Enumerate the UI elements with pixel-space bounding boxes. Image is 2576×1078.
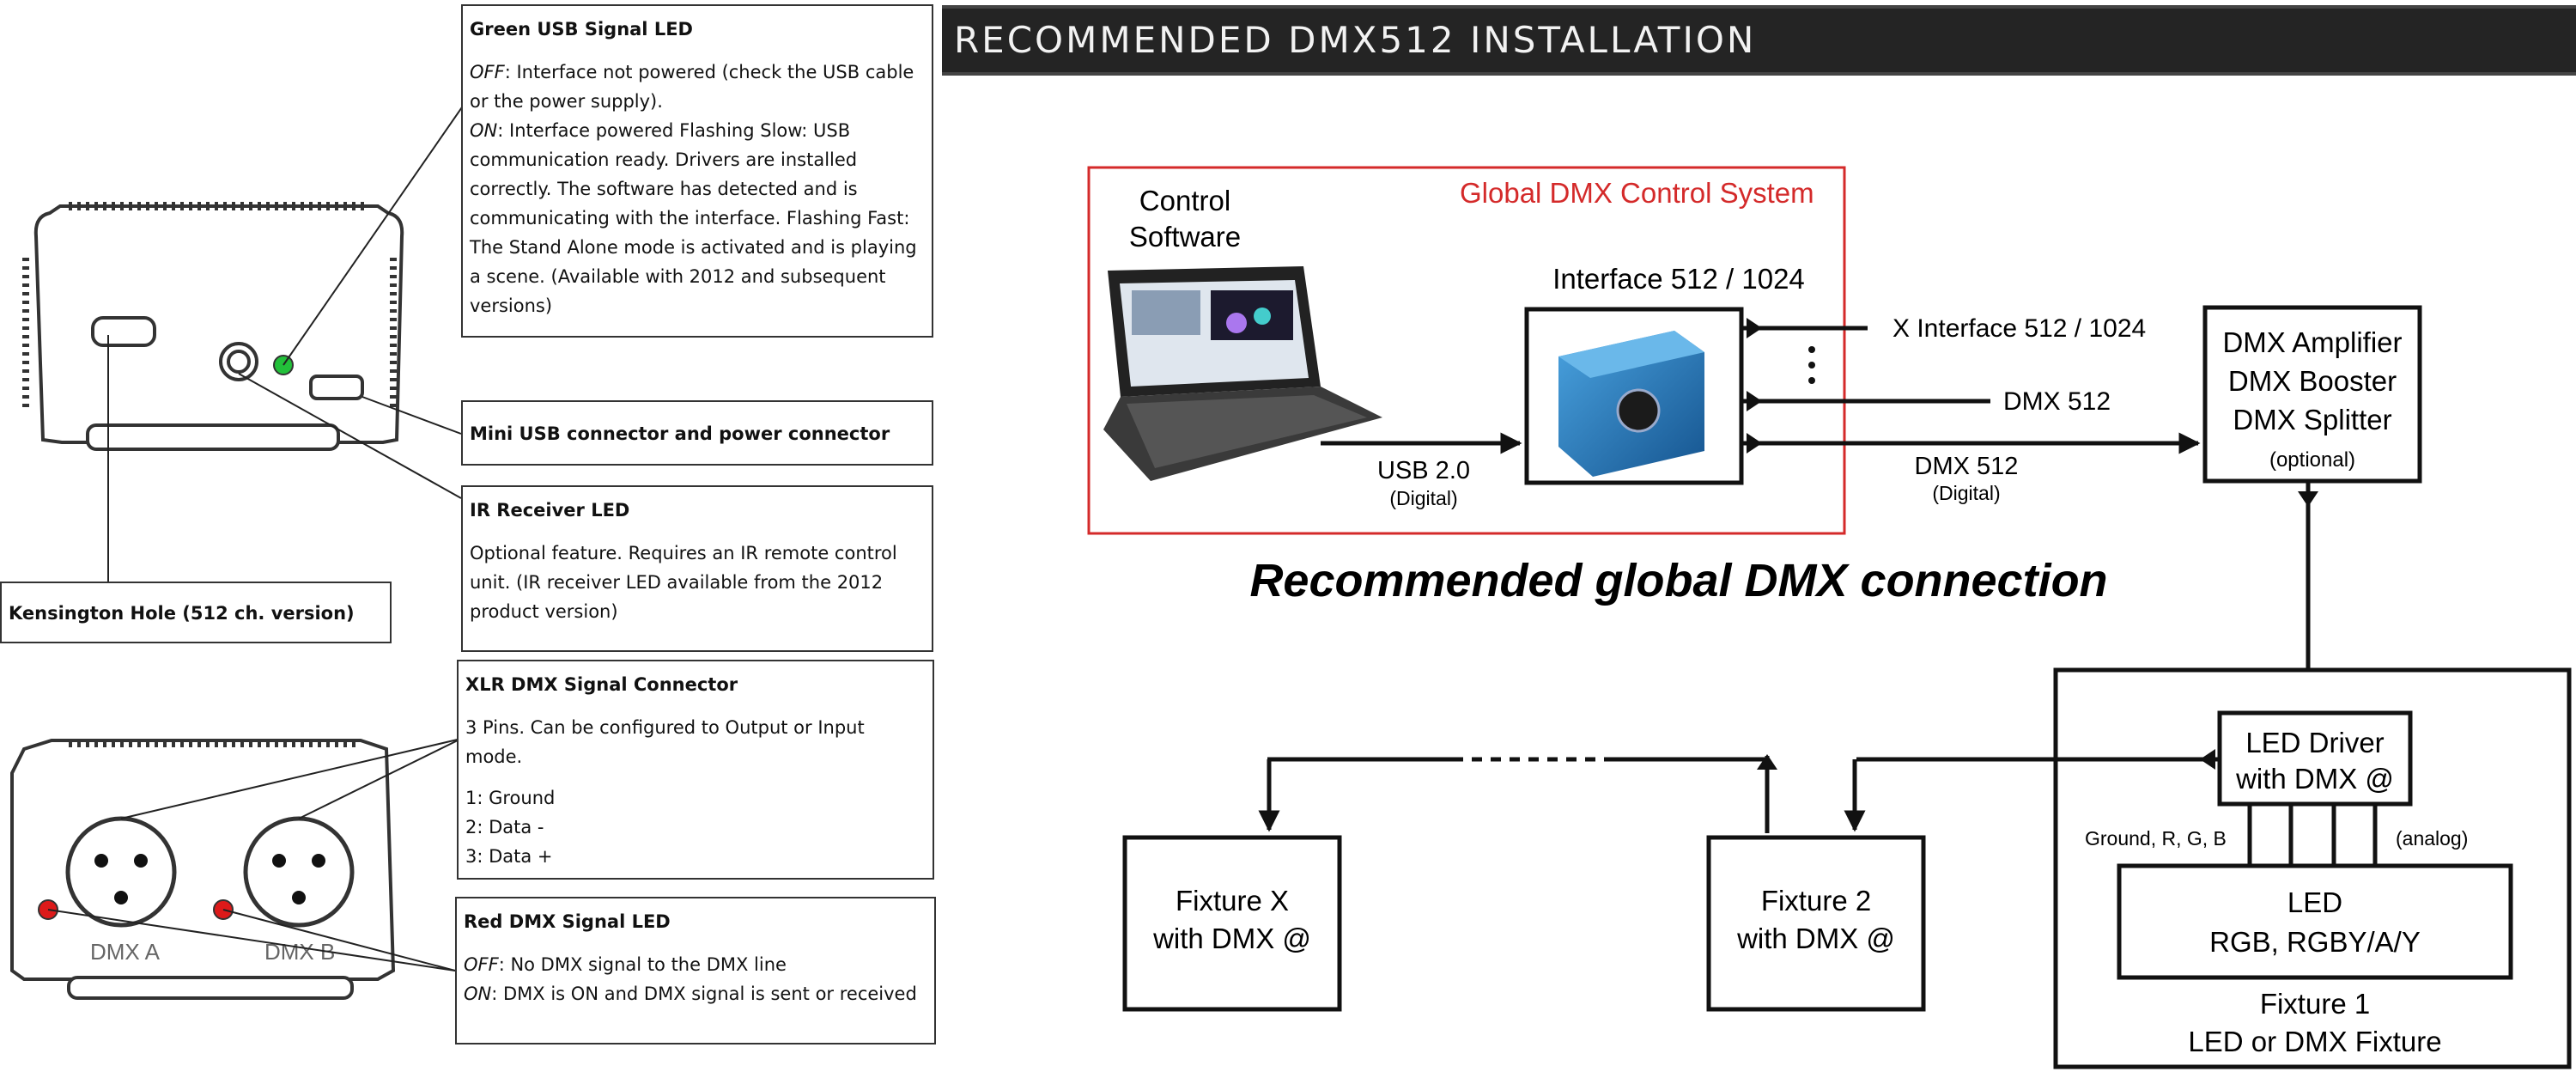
led-box (2117, 863, 2513, 980)
usb-label: USB 2.0 (1377, 457, 1470, 484)
callout-green-usb-led: Green USB Signal LED OFF: Interface not … (461, 4, 933, 338)
fixture2-return-arrowhead (1757, 754, 1777, 770)
callout-title: Mini USB connector and power connector (470, 423, 890, 444)
title-banner: RECOMMENDED DMX512 INSTALLATION (942, 5, 2576, 76)
output-x-label: X Interface 512 / 1024 (1893, 314, 2146, 343)
dmx-interface-device-icon (1558, 331, 1704, 477)
callout-on-text: ON: DMX is ON and DMX signal is sent or … (464, 984, 917, 1004)
control-software-line1: Control (1139, 185, 1230, 216)
amplifier-line2: DMX Booster (2228, 365, 2397, 397)
control-system-label: Global DMX Control System (1460, 177, 1814, 209)
callout-title: Red DMX Signal LED (464, 911, 671, 932)
callout-text: Optional feature. Requires an IR remote … (470, 543, 897, 622)
pin-2: 2: Data - (465, 817, 544, 837)
callout-title: IR Receiver LED (470, 500, 630, 521)
leader-lines (47, 104, 465, 971)
led-driver-line2: with DMX @ (2235, 763, 2394, 795)
output-dmx-label: DMX 512 (2003, 387, 2111, 416)
device-top-sketch (22, 202, 404, 451)
fixturex-line2: with DMX @ (1152, 923, 1311, 954)
callout-off-text: OFF: No DMX signal to the DMX line (464, 954, 787, 975)
callout-title: Green USB Signal LED (470, 19, 693, 40)
led-line2: RGB, RGBY/A/Y (2209, 926, 2421, 958)
led-driver-line1: LED Driver (2245, 727, 2384, 758)
fixture2-line2: with DMX @ (1736, 923, 1895, 954)
fixture2-box (1706, 835, 1926, 1012)
output-dmx2-sub-label: (Digital) (1932, 482, 2000, 504)
driver-input-arrowhead (2200, 749, 2215, 770)
callout-ir-receiver: IR Receiver LED Optional feature. Requir… (461, 485, 933, 652)
fixturex-box (1122, 835, 1342, 1012)
pin-1: 1: Ground (465, 788, 556, 808)
callout-on-text: ON: Interface powered Flashing Slow: USB… (470, 120, 917, 316)
amplifier-line3: DMX Splitter (2233, 404, 2391, 435)
analog-label: (analog) (2396, 827, 2468, 850)
led-line1: LED (2287, 886, 2342, 918)
fixture1-line2: LED or DMX Fixture (2188, 1026, 2441, 1057)
callout-title: XLR DMX Signal Connector (465, 674, 738, 695)
callout-xlr-connector: XLR DMX Signal Connector 3 Pins. Can be … (457, 660, 934, 880)
xlr-pins (94, 854, 325, 904)
usb-sub-label: (Digital) (1389, 487, 1457, 509)
fixture1-line1: Fixture 1 (2260, 988, 2370, 1020)
dmx-amplifier-box (2202, 305, 2422, 484)
interface-label: Interface 512 / 1024 (1552, 263, 1805, 295)
amplifier-line1: DMX Amplifier (2222, 326, 2402, 358)
fixturex-line1: Fixture X (1176, 885, 1289, 917)
callout-mini-usb: Mini USB connector and power connector (461, 400, 933, 466)
diagram-heading: Recommended global DMX connection (1249, 555, 2107, 606)
analog-wires (2247, 804, 2378, 866)
callout-title: Kensington Hole (512 ch. version) (9, 603, 355, 624)
ellipsis-dots (1808, 346, 1815, 384)
callout-off-text: OFF: Interface not powered (check the US… (470, 62, 914, 112)
fixture2-line1: Fixture 2 (1761, 885, 1871, 917)
callout-text: 3 Pins. Can be configured to Output or I… (465, 717, 865, 767)
output-dmx2-label: DMX 512 (1915, 453, 2019, 480)
device-bottom-sketch (10, 739, 396, 1000)
port-a-label: DMX A (90, 939, 161, 965)
control-software-line2: Software (1129, 221, 1241, 253)
callout-kensington: Kensington Hole (512 ch. version) (0, 582, 392, 643)
laptop-icon (1103, 266, 1382, 481)
amplifier-line4: (optional) (2269, 448, 2355, 472)
banner-title: RECOMMENDED DMX512 INSTALLATION (954, 19, 1757, 61)
pin-3: 3: Data + (465, 846, 553, 867)
callout-red-dmx-led: Red DMX Signal LED OFF: No DMX signal to… (455, 897, 936, 1045)
wires-label: Ground, R, G, B (2085, 827, 2227, 850)
led-driver-box (2217, 710, 2413, 807)
